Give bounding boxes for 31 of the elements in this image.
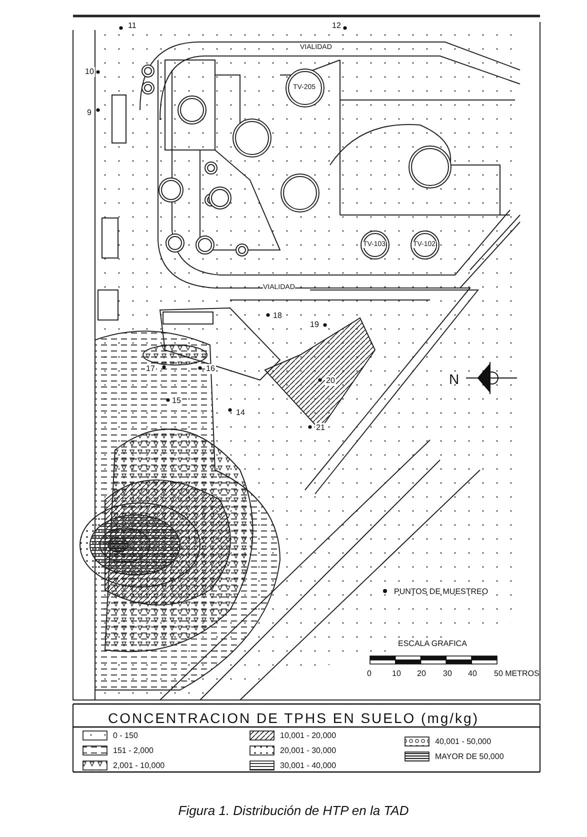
- sample-point-number: 10: [84, 67, 95, 77]
- sample-point-number: 20: [325, 376, 336, 386]
- legend-title: CONCENTRACION DE TPHS EN SUELO (mg/kg): [106, 710, 480, 726]
- sample-point-number: 9: [86, 108, 92, 118]
- sample-point-number: 19: [309, 320, 320, 330]
- legend-label: 151 - 2,000: [113, 747, 154, 755]
- scale-tick-label: 50 METROS: [494, 670, 540, 678]
- sample-point-number: 18: [272, 311, 283, 321]
- sample-point-number: 12: [331, 21, 342, 31]
- legend-label: 30,001 - 40,000: [280, 762, 336, 770]
- scale-tick-label: 20: [417, 670, 426, 678]
- scale-title: ESCALA GRAFICA: [398, 640, 467, 648]
- legend-label: 0 - 150: [113, 732, 138, 740]
- legend-label: 2,001 - 10,000: [113, 762, 165, 770]
- legend-label: 10,001 - 20,000: [280, 732, 336, 740]
- sample-point-number: 15: [171, 396, 182, 406]
- scale-tick-label: 0: [367, 670, 372, 678]
- legend-label: PUNTOS DE MUESTREO: [394, 588, 488, 596]
- scale-tick-label: 10: [392, 670, 401, 678]
- sample-point-number: 14: [235, 408, 246, 418]
- scale-tick-label: 40: [468, 670, 477, 678]
- sample-point-number: 21: [315, 423, 326, 433]
- sample-point-number: 11: [127, 21, 138, 31]
- legend-label: 40,001 - 50,000: [435, 738, 492, 746]
- figure-caption: Figura 1. Distribución de HTP en la TAD: [177, 803, 410, 818]
- legend-label: MAYOR DE 50,000: [435, 753, 504, 761]
- legend-label: 20,001 - 30,000: [280, 747, 336, 755]
- north-label: N: [449, 372, 460, 386]
- scale-tick-label: 30: [443, 670, 452, 678]
- sample-point-number: 17: [145, 364, 156, 374]
- sample-point-number: 16: [205, 364, 216, 374]
